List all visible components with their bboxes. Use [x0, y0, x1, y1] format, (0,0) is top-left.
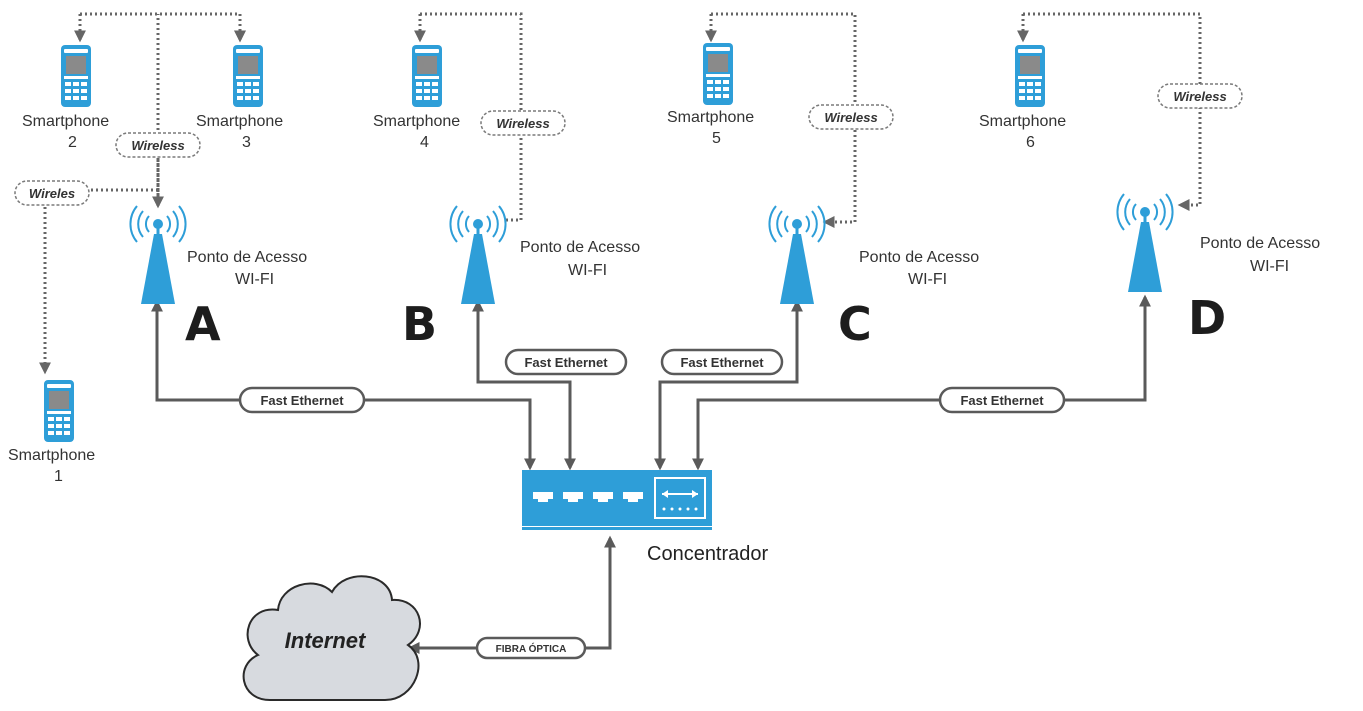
smartphone-icon [44, 380, 74, 442]
access-point-label-line2: WI-FI [568, 262, 607, 279]
link-label-text: Fast Ethernet [260, 393, 344, 408]
wireless-text: Wireles [29, 186, 75, 201]
link-label-b: Fast Ethernet [504, 348, 628, 376]
cloud-icon [242, 575, 421, 701]
internet-label: Internet [285, 628, 367, 653]
smartphone-number: 2 [68, 134, 77, 151]
wifi-access-point-icon [448, 204, 508, 306]
smartphone-icon [1015, 45, 1045, 107]
access-point-b: Ponto de Acesso WI-FI B [402, 204, 640, 351]
wireless-label-d: Wireless [1157, 83, 1243, 109]
wireless-label-a-left: Wireles [14, 180, 90, 206]
smartphone-label: Smartphone [196, 113, 283, 130]
link-label-c: Fast Ethernet [660, 348, 784, 376]
access-point-letter: B [402, 297, 437, 351]
access-point-label-line1: Ponto de Acesso [859, 249, 979, 266]
smartphone-label: Smartphone [667, 109, 754, 126]
wifi-access-point-icon [128, 204, 188, 306]
smartphone-3: Smartphone 3 [196, 45, 283, 151]
wireless-text: Wireless [496, 116, 549, 131]
link-label-text: Fast Ethernet [960, 393, 1044, 408]
wireless-text: Wireless [824, 110, 877, 125]
smartphone-5: Smartphone 5 [667, 43, 754, 147]
wireless-label-b: Wireless [480, 110, 566, 136]
wifi-access-point-icon [1115, 192, 1175, 294]
access-point-label-line1: Ponto de Acesso [187, 249, 307, 266]
smartphone-icon [412, 45, 442, 107]
concentrador-label: Concentrador [647, 543, 769, 565]
smartphone-icon [61, 45, 91, 107]
access-point-letter: D [1188, 291, 1226, 345]
smartphone-label: Smartphone [979, 113, 1066, 130]
switch-icon [522, 470, 712, 530]
internet: Internet [242, 575, 421, 701]
access-point-letter: C [838, 297, 872, 351]
smartphone-icon [233, 45, 263, 107]
smartphone-number: 6 [1026, 134, 1035, 151]
wireless-label-c: Wireless [808, 104, 894, 130]
access-point-c: Ponto de Acesso WI-FI C [767, 204, 979, 351]
access-point-label-line1: Ponto de Acesso [1200, 235, 1320, 252]
smartphone-number: 1 [54, 468, 63, 485]
smartphone-2: Smartphone 2 [22, 45, 109, 151]
access-point-a: Ponto de Acesso WI-FI A [128, 204, 307, 351]
wireless-text: Wireless [131, 138, 184, 153]
link-label-a: Fast Ethernet [238, 386, 366, 414]
wireless-label-a-top: Wireless [115, 132, 201, 158]
access-point-label-line1: Ponto de Acesso [520, 239, 640, 256]
smartphone-label: Smartphone [373, 113, 460, 130]
link-label-text: FIBRA ÓPTICA [496, 642, 567, 655]
wifi-access-point-icon [767, 204, 827, 306]
smartphone-6: Smartphone 6 [979, 45, 1066, 151]
concentrador: Concentrador [522, 470, 769, 565]
access-point-letter: A [185, 297, 221, 351]
wireless-text: Wireless [1173, 89, 1226, 104]
smartphone-number: 3 [242, 134, 251, 151]
link-label-text: Fast Ethernet [524, 355, 608, 370]
access-point-label-line2: WI-FI [1250, 258, 1289, 275]
smartphone-label: Smartphone [22, 113, 109, 130]
smartphone-number: 5 [712, 130, 721, 147]
access-point-label-line2: WI-FI [235, 271, 274, 288]
link-label-text: Fast Ethernet [680, 355, 764, 370]
smartphone-4: Smartphone 4 [373, 45, 460, 151]
access-point-label-line2: WI-FI [908, 271, 947, 288]
link-label-internet: FIBRA ÓPTICA [475, 636, 587, 660]
access-point-d: Ponto de Acesso WI-FI D [1115, 192, 1320, 345]
smartphone-label: Smartphone [8, 447, 95, 464]
smartphone-number: 4 [420, 134, 429, 151]
smartphone-icon [703, 43, 733, 105]
smartphone-1: Smartphone 1 [8, 380, 95, 485]
link-label-d: Fast Ethernet [938, 386, 1066, 414]
